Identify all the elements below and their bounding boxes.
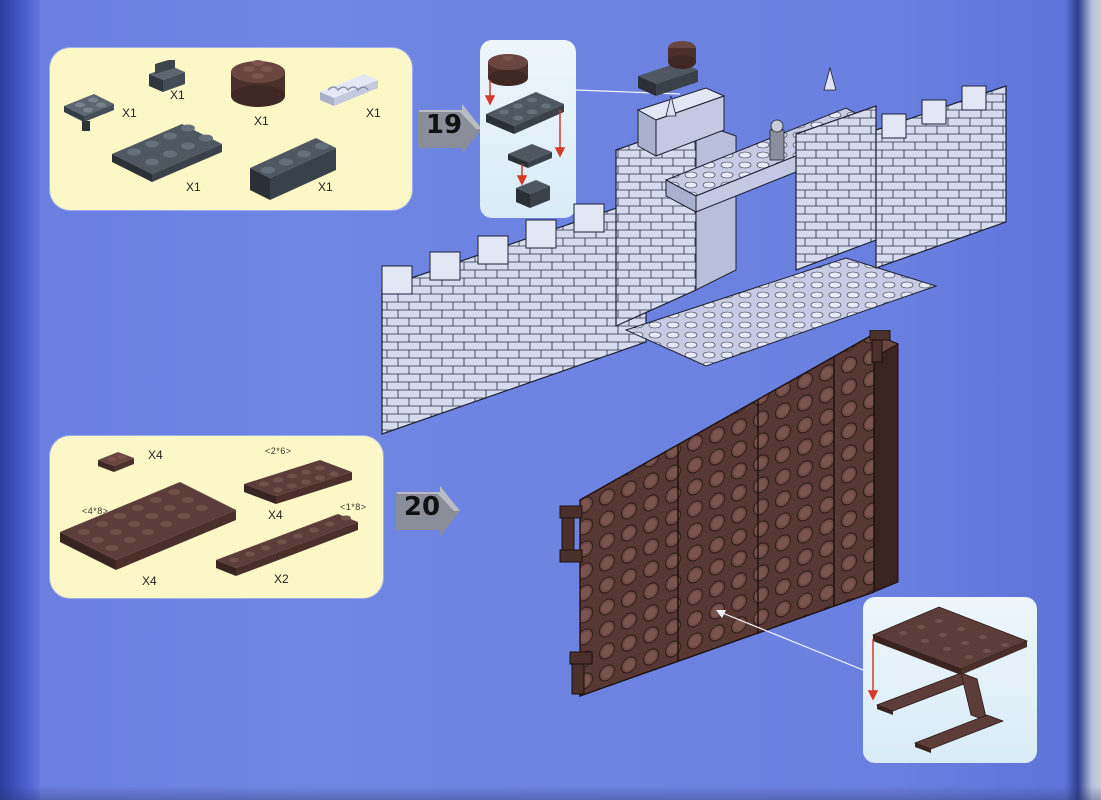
brown-plate-4x8-icon xyxy=(60,482,236,570)
subassembly-exploded-view xyxy=(484,54,566,208)
subassembly-exploded-view xyxy=(867,606,1029,753)
part-size-label: <4*8> xyxy=(82,506,109,516)
brown-hinge-plate-icon xyxy=(98,452,134,472)
part-size-label: <1*8> xyxy=(340,502,367,512)
dark-gray-brick-1x4-icon xyxy=(250,138,336,200)
part-size-label: <2*6> xyxy=(265,446,292,456)
scan-edge-shadow xyxy=(0,786,1101,800)
step-19-number-arrow: 19 xyxy=(416,104,488,154)
brown-plate-2x6-icon xyxy=(244,460,352,504)
light-gray-curved-slope-icon xyxy=(320,74,378,106)
part-qty: X1 xyxy=(122,106,137,120)
callout-pointer-line xyxy=(716,610,869,673)
dark-gray-bracket-icon xyxy=(149,60,185,92)
guide-arrows xyxy=(484,80,566,186)
dark-gray-hinge-plate-icon xyxy=(64,94,114,131)
part-qty: X4 xyxy=(148,448,163,462)
brown-plate-1x8-icon xyxy=(216,514,358,576)
step-20-subassembly-detail xyxy=(863,597,1037,763)
brown-door-panel-model xyxy=(559,330,900,697)
part-qty: X2 xyxy=(274,572,289,586)
step-arrow-icon xyxy=(396,486,460,536)
step-19-parts-callout: X1 X1 X1 X1 xyxy=(50,48,412,210)
step-arrow-icon xyxy=(418,104,482,154)
step-number: 19 xyxy=(425,110,463,140)
book-spine-shadow xyxy=(0,0,40,800)
step-20-number-arrow: 20 xyxy=(394,486,466,536)
part-qty: X1 xyxy=(254,114,269,128)
part-qty: X1 xyxy=(170,88,185,102)
part-qty: X1 xyxy=(186,180,201,194)
part-qty: X1 xyxy=(366,106,381,120)
castle-wall-model xyxy=(381,41,1007,435)
step-19-subassembly-detail xyxy=(480,40,576,218)
part-qty: X4 xyxy=(268,508,283,522)
guide-arrows xyxy=(867,639,879,701)
brown-round-brick-2x2-icon xyxy=(231,60,285,107)
dark-gray-plate-2x4-icon xyxy=(112,124,222,182)
part-qty: X1 xyxy=(318,180,333,194)
part-qty: X4 xyxy=(142,574,157,588)
step-number: 20 xyxy=(403,492,441,522)
step-20-parts-callout: X4 <2*6> X4 <4*8> X4 <1*8> xyxy=(50,436,383,598)
